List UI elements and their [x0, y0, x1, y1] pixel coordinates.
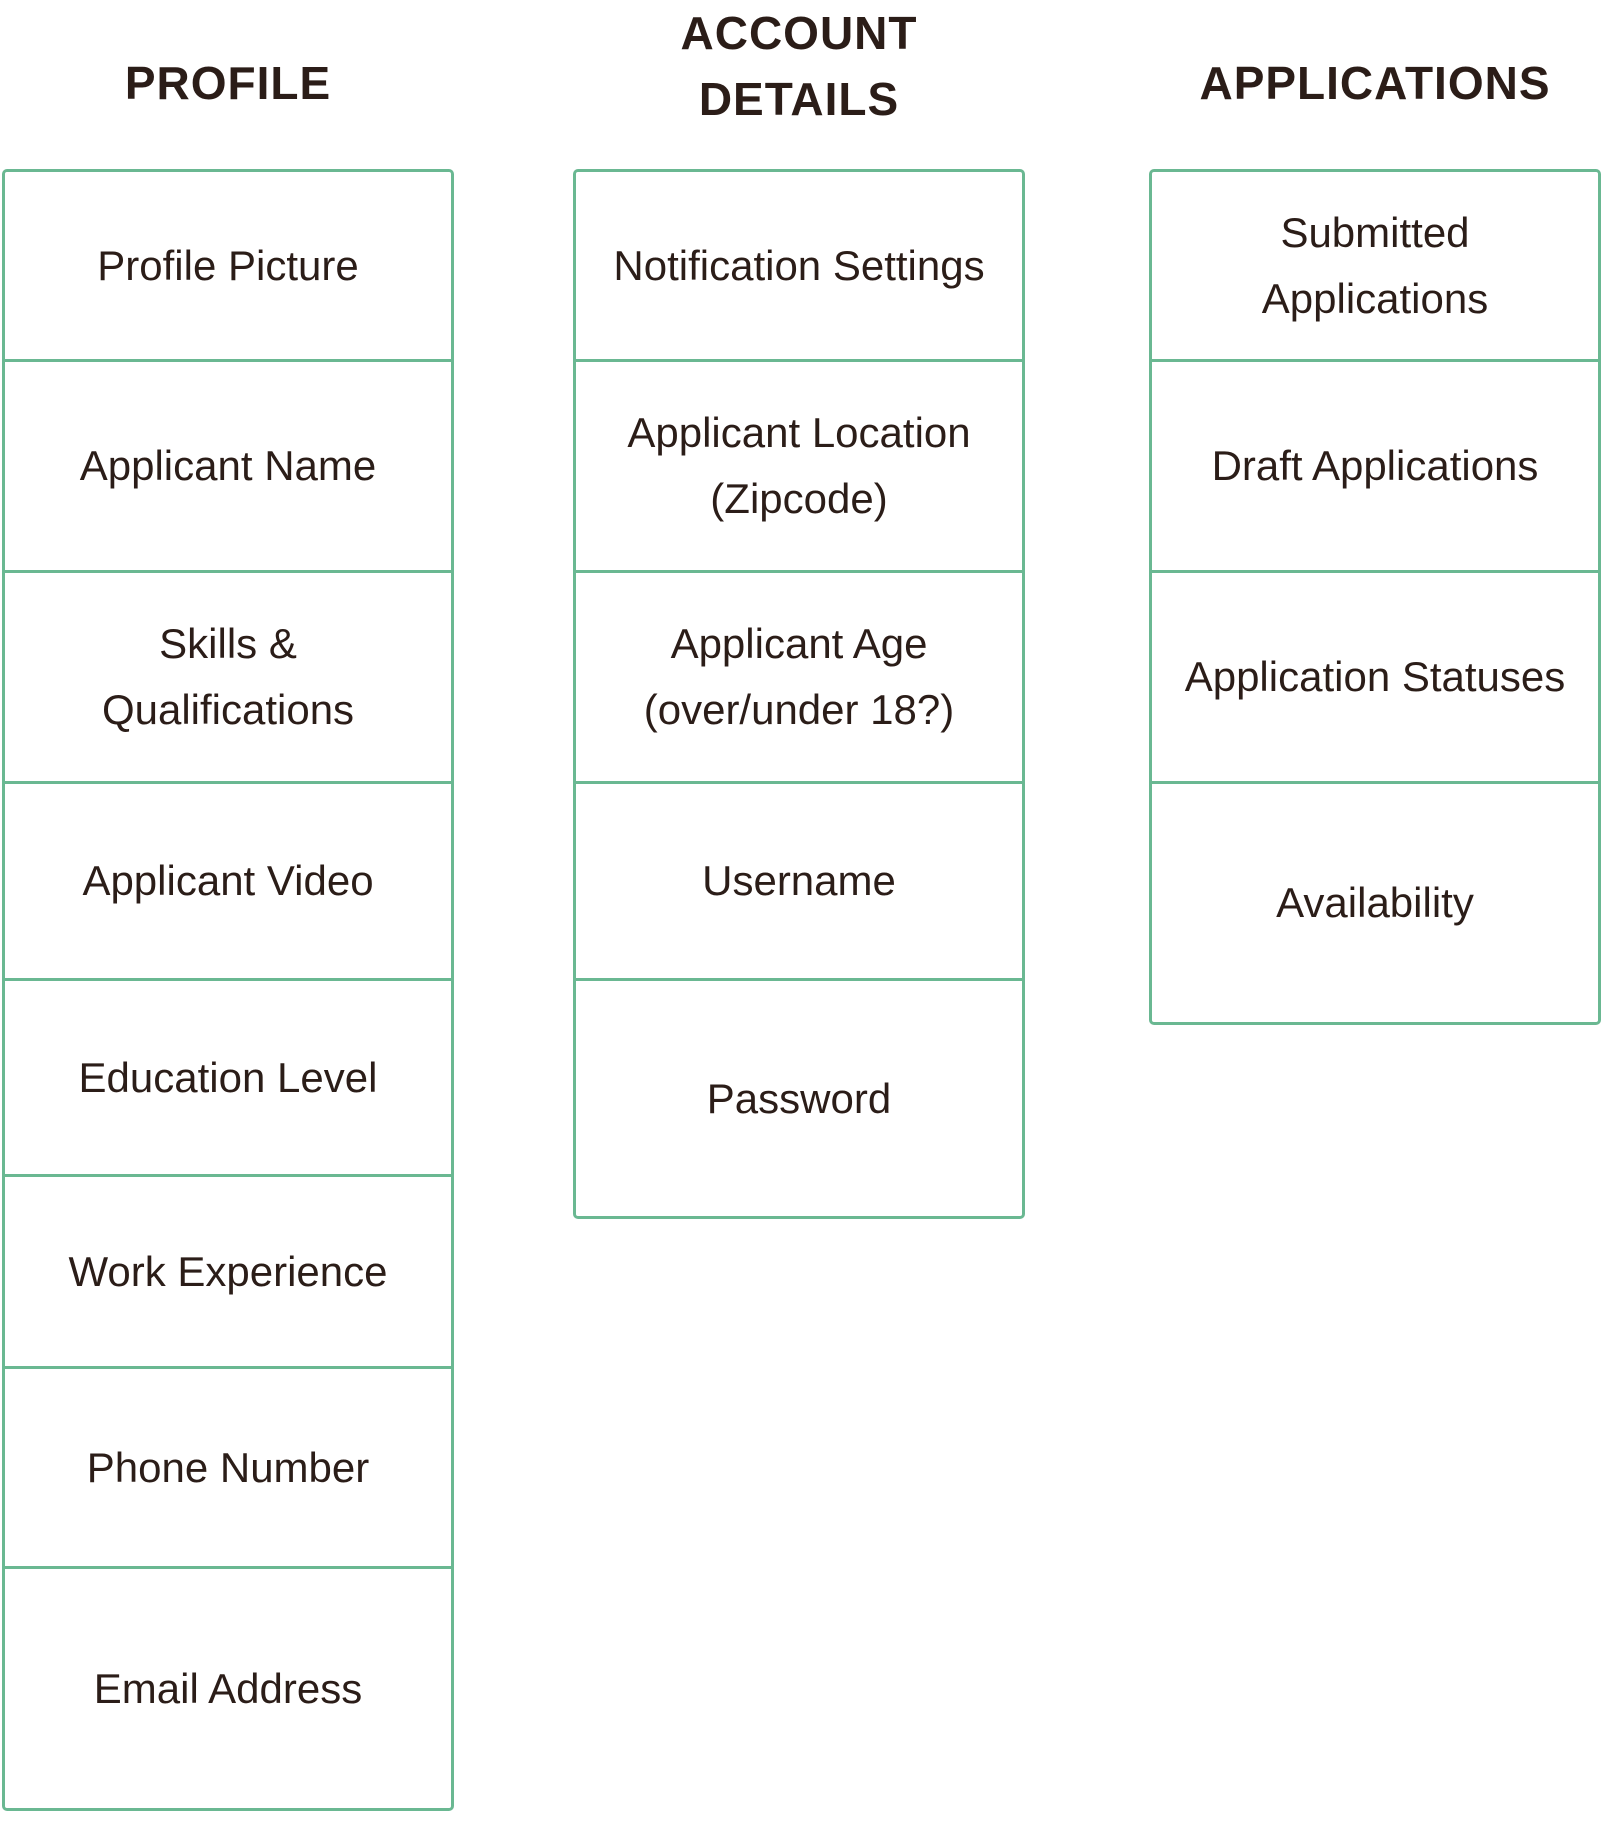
card-password[interactable]: Password — [576, 981, 1022, 1216]
account-details-column-title: ACCOUNT DETAILS — [680, 7, 918, 125]
card-applicant-location[interactable]: Applicant Location (Zipcode) — [576, 362, 1022, 573]
card-profile-picture[interactable]: Profile Picture — [5, 172, 451, 362]
applications-card-stack: Submitted Applications Draft Application… — [1149, 169, 1601, 1025]
card-application-statuses[interactable]: Application Statuses — [1152, 573, 1598, 784]
card-label: Submitted Applications — [1261, 208, 1489, 322]
card-skills-qualifications[interactable]: Skills & Qualifications — [5, 573, 451, 784]
card-label: Profile Picture — [97, 241, 359, 289]
profile-column-title: PROFILE — [124, 57, 332, 109]
card-applicant-name[interactable]: Applicant Name — [5, 362, 451, 573]
card-notification-settings[interactable]: Notification Settings — [576, 172, 1022, 362]
card-label: Applicant Location (Zipcode) — [627, 409, 971, 522]
card-label: Skills & Qualifications — [101, 620, 355, 733]
card-label: Password — [706, 1074, 892, 1122]
card-work-experience[interactable]: Work Experience — [5, 1177, 451, 1369]
card-education-level[interactable]: Education Level — [5, 981, 451, 1177]
card-label: Notification Settings — [613, 241, 985, 289]
card-applicant-age[interactable]: Applicant Age (over/under 18?) — [576, 573, 1022, 784]
card-username[interactable]: Username — [576, 784, 1022, 981]
card-email-address[interactable]: Email Address — [5, 1569, 451, 1808]
card-label: Education Level — [78, 1053, 378, 1101]
card-label: Username — [702, 857, 896, 904]
card-label: Email Address — [93, 1664, 363, 1712]
card-draft-applications[interactable]: Draft Applications — [1152, 362, 1598, 573]
card-availability[interactable]: Availability — [1152, 784, 1598, 1022]
card-label: Applicant Video — [82, 857, 374, 904]
card-applicant-video[interactable]: Applicant Video — [5, 784, 451, 981]
card-label: Applicant Name — [79, 442, 377, 489]
card-phone-number[interactable]: Phone Number — [5, 1369, 451, 1569]
card-label: Availability — [1276, 879, 1474, 926]
card-label: Work Experience — [68, 1247, 388, 1295]
card-label: Application Statuses — [1184, 653, 1566, 700]
card-label: Draft Applications — [1211, 442, 1539, 489]
applications-column-title: APPLICATIONS — [1199, 57, 1551, 109]
card-submitted-applications[interactable]: Submitted Applications — [1152, 172, 1598, 362]
profile-card-stack: Profile Picture Applicant Name Skills & … — [2, 169, 454, 1811]
card-label: Phone Number — [86, 1443, 370, 1491]
card-label: Applicant Age (over/under 18?) — [643, 620, 955, 733]
account-details-card-stack: Notification Settings Applicant Location… — [573, 169, 1025, 1219]
